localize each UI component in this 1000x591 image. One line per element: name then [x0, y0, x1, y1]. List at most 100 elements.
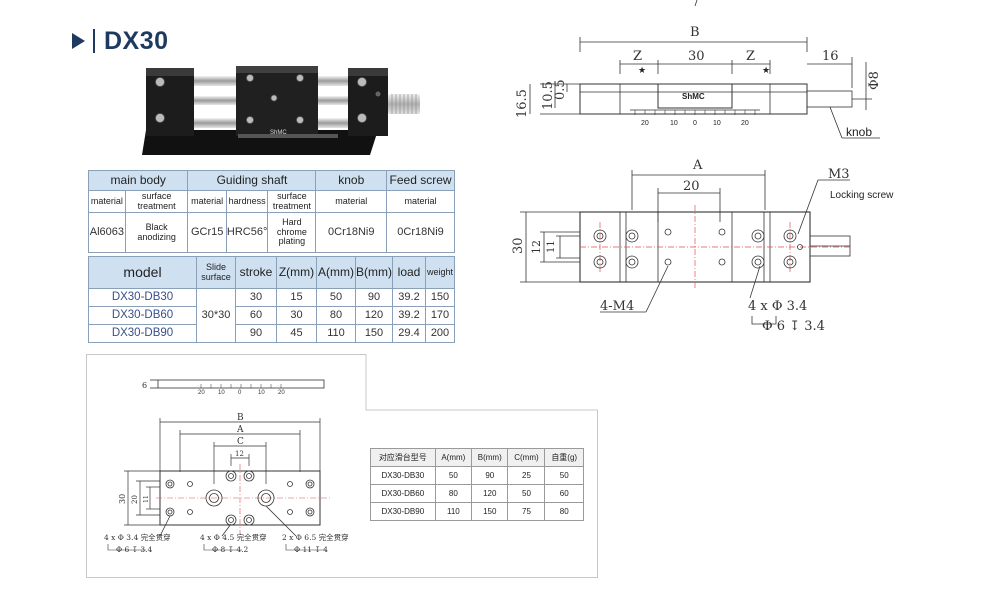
row-load: 39.2 [392, 306, 426, 325]
row-stroke: 90 [235, 324, 277, 343]
value-slide-surface: 30*30 [196, 288, 236, 343]
scale-label: 10 [670, 120, 678, 127]
dim-m3: M3 [828, 167, 850, 182]
note-holes-line1: 4 x Φ 3.4 [748, 299, 807, 314]
photo-brand: ShMC [270, 130, 287, 136]
subheader-surface-treatment: surface treatment [267, 190, 317, 213]
cell: 75 [507, 502, 546, 521]
table-row: DX30-DB90 110 150 75 80 [370, 502, 584, 521]
subheader-material: material [386, 190, 455, 213]
subheader-material: material [88, 190, 126, 213]
side-view-drawing: B Z 30 Z 16 Φ8 16.5 10.5 0.5 ★ ★ ShMC 20… [515, 0, 882, 139]
knob-label: knob [846, 125, 872, 139]
scale-label: 10 [713, 120, 721, 127]
header-model: 对应滑台型号 [370, 448, 436, 467]
row-z: 45 [276, 324, 317, 343]
dim-0-5: 0.5 [553, 79, 568, 100]
cell: 60 [544, 484, 584, 503]
bottom-panel-border [86, 354, 598, 578]
row-load: 29.4 [392, 324, 426, 343]
header-weight: weight [425, 256, 455, 289]
header-feed-screw: Feed screw [386, 170, 455, 191]
cell: 110 [434, 502, 473, 521]
dim-30: 30 [688, 49, 705, 64]
dim-c: C [237, 437, 244, 447]
note-holes-6-5: 2 x Φ 6.5 完全贯穿 [282, 532, 349, 542]
row-a: 80 [316, 306, 356, 325]
base-plate-table: 对应滑台型号 A(mm) B(mm) C(mm) 自重(g) DX30-DB30… [370, 448, 584, 521]
dim-10-5: 10.5 [541, 81, 556, 110]
dim-b: B [690, 25, 700, 40]
scale-label: 20 [741, 120, 749, 127]
header-a: A(mm) [434, 448, 473, 467]
header-guiding-shaft: Guiding shaft [187, 170, 317, 191]
dim-b: B [237, 413, 244, 423]
spec-table-materials: main body Guiding shaft knob Feed screw … [87, 170, 455, 253]
header-b: B(mm) [471, 448, 509, 467]
title-divider [93, 29, 95, 53]
subheader-material: material [315, 190, 388, 213]
scale-label: 20 [198, 390, 205, 396]
locking-screw-label: Locking screw [830, 190, 894, 201]
row-z: 30 [276, 306, 317, 325]
play-triangle-icon [72, 33, 85, 49]
dim-phi8: Φ8 [867, 71, 882, 90]
note-holes-line2: Φ 6 ↧ 3.4 [762, 319, 825, 334]
dim-12: 12 [235, 450, 244, 458]
note-holes-3-4: 4 x Φ 3.4 完全贯穿 [104, 532, 171, 542]
dim-11: 11 [143, 495, 150, 503]
cell: 80 [544, 502, 584, 521]
header-b: B(mm) [355, 256, 393, 289]
note-counterbore-8: Φ 8 ↧ 4.2 [212, 545, 249, 554]
header-model: model [88, 256, 197, 289]
spec-table-models: model Slide surface stroke Z(mm) A(mm) B… [88, 256, 455, 343]
dim-z-right: Z [746, 49, 755, 64]
row-weight: 150 [425, 288, 455, 307]
scale-label: 10 [218, 390, 225, 396]
row-model: DX30-DB90 [88, 324, 197, 343]
page-title: DX30 [72, 26, 169, 56]
drawing-brand: ShMC [682, 92, 705, 101]
scale-label: 10 [258, 390, 265, 396]
value-screw-material: 0Cr18Ni9 [386, 212, 455, 253]
row-weight: 170 [425, 306, 455, 325]
row-z: 15 [276, 288, 317, 307]
table-row: DX30-DB30 50 90 25 50 [370, 466, 584, 485]
row-load: 39.2 [392, 288, 426, 307]
row-b: 150 [355, 324, 393, 343]
subheader-hardness: hardness [225, 190, 269, 213]
dim-z-left: Z [633, 49, 642, 64]
header-stroke: stroke [235, 256, 277, 289]
value-body-treatment: Black anodizing [124, 212, 189, 253]
value-body-material: Al6063 [88, 212, 126, 253]
header-weight: 自重(g) [544, 448, 584, 467]
top-view-drawing: A 20 M3 30 12 11 4-M4 4 x Φ 3.4 Φ 6 ↧ 3.… [511, 158, 894, 334]
dim-30: 30 [118, 494, 127, 504]
row-a: 50 [316, 288, 356, 307]
header-a: A(mm) [316, 256, 356, 289]
dim-16: 16 [822, 49, 839, 64]
row-stroke: 60 [235, 306, 277, 325]
base-plate-drawing: 6 20 10 0 10 20 [104, 379, 349, 554]
cell: 90 [471, 466, 509, 485]
row-a: 110 [316, 324, 356, 343]
header-main-body: main body [87, 170, 189, 191]
row-weight: 200 [425, 324, 455, 343]
header-z: Z(mm) [276, 256, 317, 289]
value-shaft-treatment: Hard chrome plating [267, 212, 317, 253]
table-row: DX30-DB90 90 45 110 150 29.4 200 [88, 324, 455, 343]
cell: 50 [544, 466, 584, 485]
scale-label: 20 [278, 390, 285, 396]
dim-6: 6 [142, 381, 147, 390]
dim-a: A [236, 425, 244, 435]
scale-label: 0 [693, 120, 697, 127]
row-model: DX30-DB30 [88, 288, 197, 307]
scale-label: 20 [641, 120, 649, 127]
note-counterbore-6: Φ 6 ↧ 3.4 [116, 545, 153, 554]
header-slide-surface: Slide surface [196, 256, 236, 289]
row-model: DX30-DB60 [88, 306, 197, 325]
note-counterbore-11: Φ 11 ↧ 4 [294, 545, 328, 554]
header-knob: knob [315, 170, 388, 191]
dim-12: 12 [530, 240, 543, 254]
cell: 25 [507, 466, 546, 485]
